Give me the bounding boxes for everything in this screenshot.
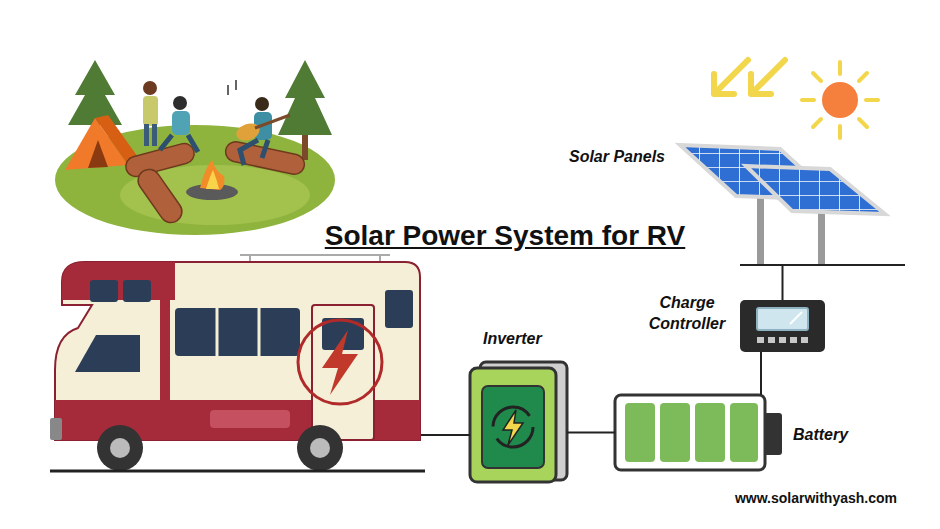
- solar-panel-array: [680, 145, 905, 265]
- component-label: Solar Panels: [569, 147, 665, 168]
- wire-connector: [782, 265, 784, 300]
- website-label: www.solarwithyash.com: [735, 490, 897, 506]
- battery-node: Battery: [615, 395, 782, 470]
- component-label: Battery: [793, 425, 848, 446]
- component-label: Charge Controller: [641, 293, 733, 335]
- sun: [802, 62, 878, 138]
- rv-wire: [420, 434, 470, 436]
- inverter: [470, 362, 567, 482]
- diagram-title: Solar Power System for RV: [325, 220, 686, 252]
- campsite-scene: [55, 60, 335, 235]
- sunlight-arrows: [714, 60, 785, 94]
- wire-connector: [567, 432, 615, 434]
- component-label: Inverter: [483, 329, 542, 350]
- inverter-node: Inverter: [470, 362, 567, 482]
- rv-camper: [50, 255, 425, 471]
- wire-connector: [760, 352, 762, 395]
- charge-controller: [740, 300, 825, 352]
- solar-panel-node: Solar Panels: [680, 140, 885, 265]
- battery: [615, 395, 782, 470]
- charge-controller-node: Charge Controller: [740, 300, 825, 352]
